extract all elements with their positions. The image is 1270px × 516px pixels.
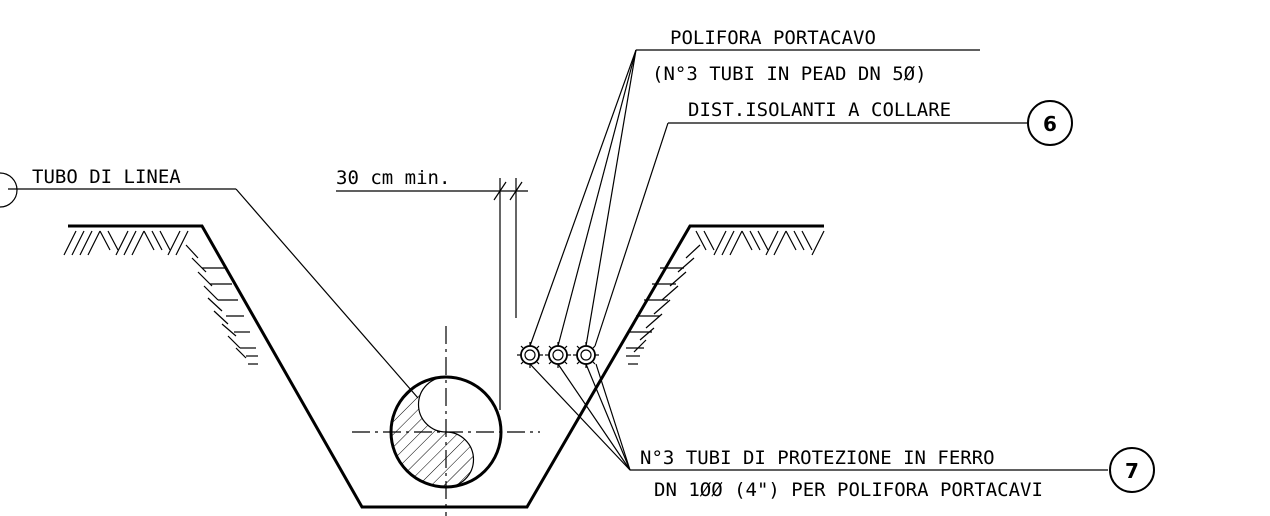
callout-6-circle [1027, 100, 1073, 146]
soil-hatching-right [626, 230, 825, 365]
label-protezione-line1: N°3 TUBI DI PROTEZIONE IN FERRO [640, 447, 995, 469]
label-protezione-line2: DN 1ØØ (4") PER POLIFORA PORTACAVI [654, 479, 1043, 501]
trench-profile [68, 224, 824, 509]
soil-hatching [63, 230, 825, 365]
dimension-30cm [336, 178, 528, 410]
leader-polifora [529, 49, 980, 347]
label-polifora-line2: (N°3 TUBI IN PEAD DN 5Ø) [652, 63, 927, 85]
soil-hatching-left [63, 230, 258, 365]
leader-protezione [529, 363, 1108, 471]
leader-tubo-linea [0, 172, 419, 399]
label-tubo-linea: TUBO DI LINEA [32, 166, 181, 188]
label-polifora-line1: POLIFORA PORTACAVO [670, 27, 876, 49]
callout-7-number: 7 [1125, 459, 1139, 483]
callout-7-circle [1109, 447, 1155, 493]
main-pipe [352, 326, 540, 516]
dimension-label: 30 cm min. [336, 167, 450, 189]
callout-6-number: 6 [1043, 112, 1057, 136]
label-distanziali: DIST.ISOLANTI A COLLARE [688, 99, 951, 121]
leader-distanziali [594, 122, 1028, 347]
